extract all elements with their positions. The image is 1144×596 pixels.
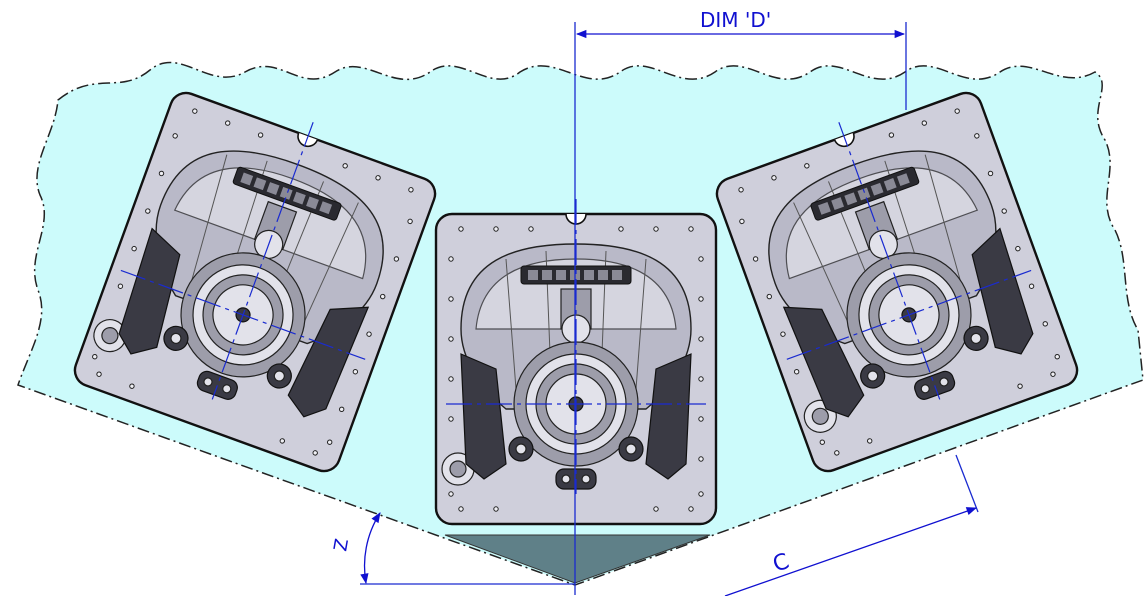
dim-c-line xyxy=(724,507,977,596)
dim-c-label: C xyxy=(770,549,793,578)
dim-d-label: DIM 'D' xyxy=(700,8,771,32)
dim-z-label: Z xyxy=(330,537,353,553)
hull-wedge xyxy=(444,534,711,584)
dim-c-extension xyxy=(955,454,979,513)
waterjet-unit-center xyxy=(434,197,718,526)
dim-z-arc xyxy=(360,512,381,585)
